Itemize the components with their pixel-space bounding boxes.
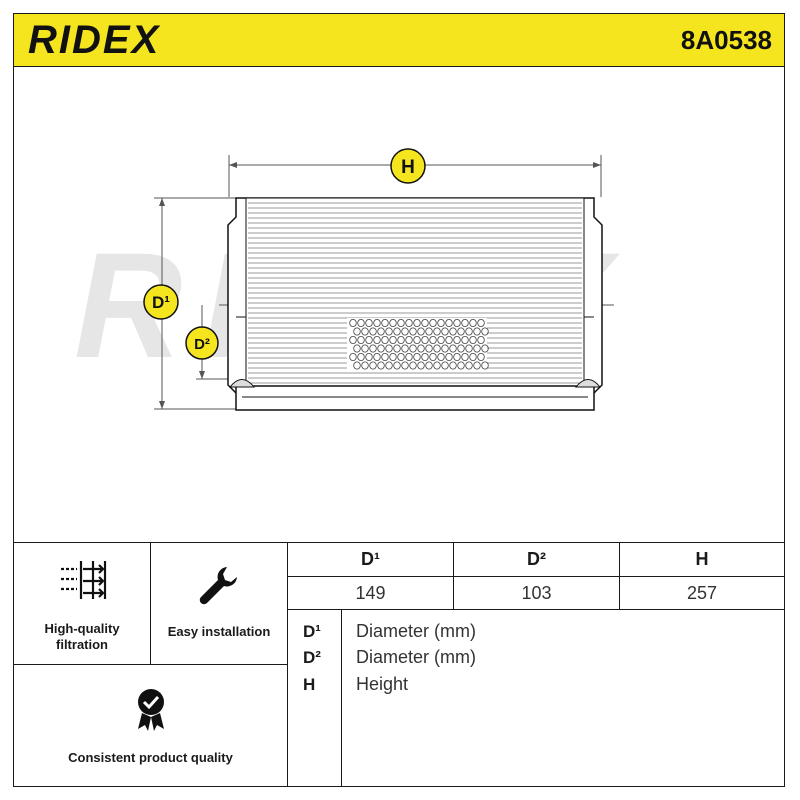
feature-filtration: High-quality filtration xyxy=(14,543,150,664)
legend-value-d2: Diameter (mm) xyxy=(356,647,476,667)
feature-filtration-label-2: filtration xyxy=(56,637,108,652)
table-header-h: H xyxy=(695,549,709,569)
quality-badge-icon xyxy=(138,689,164,731)
header-bar xyxy=(14,14,784,67)
legend-value-h: Height xyxy=(356,674,409,694)
wrench-icon xyxy=(199,567,237,605)
feature-quality-label: Consistent product quality xyxy=(68,750,233,765)
brand-logo: RIDEX xyxy=(28,18,161,62)
d1-marker xyxy=(143,284,179,320)
legend-key-d2: D² xyxy=(303,648,321,667)
table-value-d2: 103 xyxy=(521,583,552,603)
feature-quality: Consistent product quality xyxy=(14,665,287,787)
table-value-d1: 149 xyxy=(355,583,386,603)
d1-marker-label: D¹ xyxy=(152,293,170,312)
page-frame xyxy=(13,13,785,787)
feature-installation-label: Easy installation xyxy=(167,624,271,639)
height-marker-label: H xyxy=(401,157,415,178)
filtration-icon xyxy=(61,561,107,599)
air-filter-drawing xyxy=(227,197,603,411)
d2-marker xyxy=(185,326,219,360)
table-header-d1: D¹ xyxy=(361,549,380,569)
height-marker xyxy=(390,148,426,184)
table-value-h: 257 xyxy=(686,583,718,603)
d2-marker-label: D² xyxy=(194,336,210,353)
legend-key-d1: D¹ xyxy=(303,622,321,641)
part-number: 8A0538 xyxy=(680,25,772,55)
legend-key-h: H xyxy=(303,675,316,694)
info-panel: High-quality filtration Easy installatio… xyxy=(14,542,784,787)
table-header-d2: D² xyxy=(527,549,546,569)
feature-filtration-label-1: High-quality xyxy=(44,621,120,636)
legend-value-d1: Diameter (mm) xyxy=(356,621,476,641)
technical-drawing: RIDEX H D¹ D² xyxy=(74,148,614,411)
feature-installation: Easy installation xyxy=(151,543,287,664)
